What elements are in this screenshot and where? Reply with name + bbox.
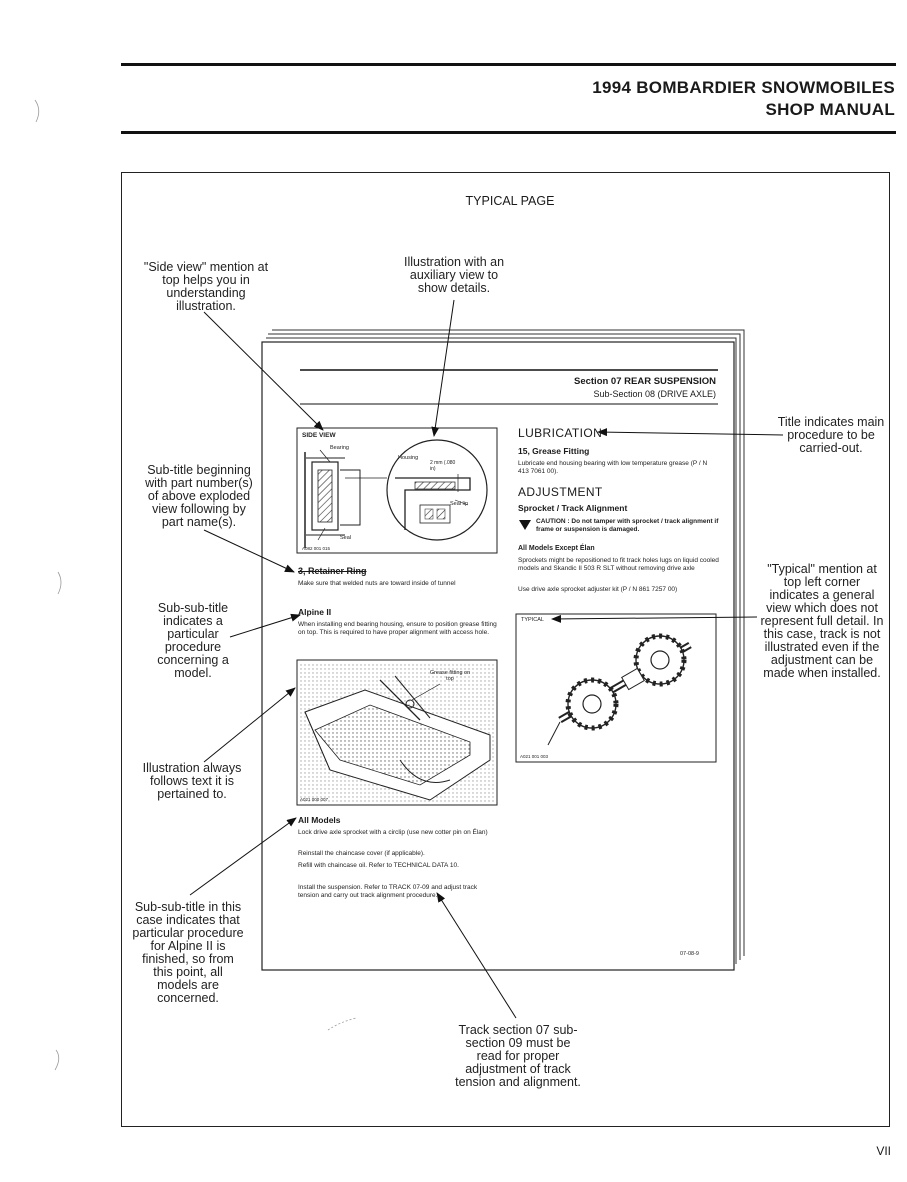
note-side-view: "Side view" mention at top helps you in …: [143, 260, 269, 313]
typical-page-frame: [121, 172, 890, 1127]
all-models-heading: All Models: [298, 815, 341, 825]
grease-fitting-heading: 15, Grease Fitting: [518, 446, 590, 456]
sample-page-code: 07-08-9: [680, 951, 699, 957]
header-title-line1: 1994 BOMBARDIER SNOWMOBILES: [592, 78, 895, 97]
all-models-text4: Install the suspension. Refer to TRACK 0…: [298, 884, 478, 899]
fig1-seal-label: Seal: [340, 535, 352, 541]
stacked-page-edges: [266, 329, 745, 964]
fig1-housing-label: Housing: [398, 455, 419, 461]
sample-section-line: Section 07 REAR SUSPENSION: [573, 376, 716, 387]
note-typical-mention: "Typical" mention at top left corner ind…: [760, 562, 884, 680]
note-subtitle-part-number: Sub-title beginning with part number(s) …: [145, 463, 253, 529]
note-title-indicates: Title indicates main procedure to be car…: [777, 415, 885, 455]
fig1-side-view-label: SIDE VIEW: [302, 432, 336, 439]
all-models-text1: Lock drive axle sprocket with a circlip …: [298, 829, 488, 836]
typical-page-caption: TYPICAL PAGE: [465, 194, 555, 208]
page-number: VII: [876, 1144, 891, 1158]
note-sub-sub-title: Sub-sub-title indicates a particular pro…: [157, 601, 229, 680]
note-sub-sub-title-alpine: Sub-sub-title in this case indicates tha…: [132, 900, 244, 1005]
fig2-code: A021 000 007: [300, 797, 329, 802]
fig3-code: A021 001 003: [520, 754, 549, 759]
fig1-seal-lip-label: Seal lip: [450, 501, 469, 507]
header-title-line2: SHOP MANUAL: [765, 100, 895, 119]
fig2-grease-fitting-label: Grease fitting on top: [429, 670, 471, 682]
all-models-text2: Reinstall the chaincase cover (if applic…: [298, 850, 425, 857]
drive-axle-figure: [515, 613, 717, 763]
side-view-figure: [296, 427, 498, 554]
retainer-ring-heading: 3, Retainer Ring: [298, 566, 367, 576]
caution-text: CAUTION : Do not tamper with sprocket / …: [536, 518, 719, 533]
pointer-lines: [189, 299, 784, 1019]
adjustment-heading: ADJUSTMENT: [518, 485, 603, 499]
note-track-section: Track section 07 sub-section 09 must be …: [455, 1023, 581, 1089]
caution-symbol: [519, 520, 531, 530]
sample-subsection-line: Sub-Section 08 (DRIVE AXLE): [593, 389, 716, 399]
except-elan-text: Sprockets might be repositioned to fit t…: [518, 557, 719, 572]
lubrication-heading: LUBRICATION: [518, 426, 603, 440]
all-models-text3: Refill with chaincase oil. Refer to TECH…: [298, 862, 459, 869]
fig1-code: A082 001 015: [302, 546, 331, 551]
grease-fitting-text: Lubricate end housing bearing with low t…: [518, 460, 708, 475]
except-elan-heading: All Models Except Élan: [518, 545, 595, 552]
retainer-ring-text: Make sure that welded nuts are toward in…: [298, 580, 456, 587]
note-illustration-follows: Illustration always follows text it is p…: [142, 761, 242, 801]
header-top-rule: [121, 63, 896, 66]
note-auxiliary-view: Illustration with an auxiliary view to s…: [403, 255, 505, 295]
alpine-text: When installing end bearing housing, ens…: [298, 621, 497, 636]
fig1-gap-label: 2 mm (.080 in): [430, 460, 456, 472]
sprocket-alignment-heading: Sprocket / Track Alignment: [518, 503, 628, 513]
header-bottom-rule: [121, 131, 896, 134]
adjuster-kit-text: Use drive axle sprocket adjuster kit (P …: [518, 586, 678, 593]
grease-fitting-figure: [296, 659, 498, 806]
fig1-bearing-label: Bearing: [330, 445, 349, 451]
alpine-heading: Alpine II: [298, 607, 332, 617]
fig3-typical-label: TYPICAL: [521, 617, 544, 623]
